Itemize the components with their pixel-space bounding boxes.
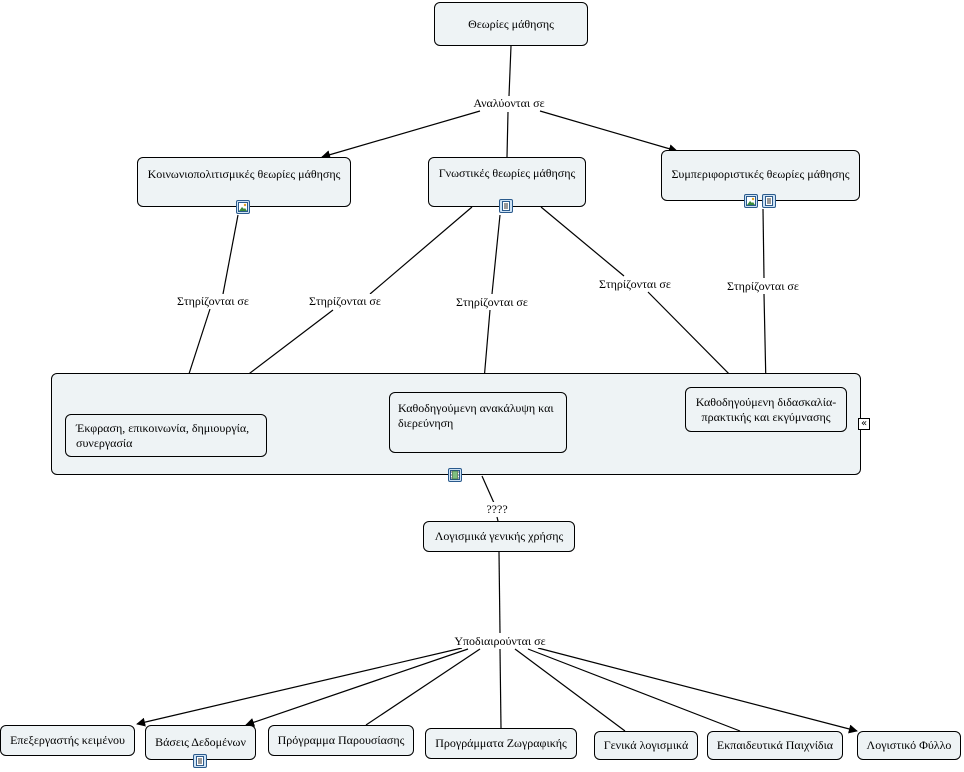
link-analyzed: Αναλύονται σε	[471, 96, 547, 110]
concept-word-label: Επεξεργαστής κειμένου	[10, 733, 125, 747]
concept-practice-label: Καθοδηγούμενη διδασκαλία- πρακτικής και …	[695, 394, 837, 424]
concept-socio[interactable]: Κοινωνιοπολιτισμικές θεωρίες μάθησης	[137, 157, 351, 207]
edge-analyzed-behavioral	[539, 110, 678, 154]
document-icon[interactable]	[193, 754, 207, 768]
link-supported-behavioral: Στηρίζονται σε	[725, 279, 801, 293]
edge-root-analyzed	[508, 45, 512, 97]
concept-expression[interactable]: Έκφραση, επικοινωνία, δημιουργία, συνεργ…	[65, 414, 267, 457]
concept-games[interactable]: Εκπαιδευτικά Παιχνίδια	[707, 731, 843, 760]
concept-cognitive-label: Γνωστικές θεωρίες μάθησης	[438, 166, 576, 180]
image-icon[interactable]	[236, 200, 250, 214]
double-chevron-left-icon[interactable]: «	[858, 418, 870, 430]
edge-sub-spreadsheet	[537, 647, 858, 734]
edge-sub-paint	[499, 648, 502, 729]
concept-practice[interactable]: Καθοδηγούμενη διδασκαλία- πρακτικής και …	[685, 387, 847, 432]
concept-expression-label: Έκφραση, επικοινωνία, δημιουργία, συνεργ…	[76, 420, 250, 450]
edge-sub-presentation	[365, 648, 481, 726]
concept-games-label: Εκπαιδευτικά Παιχνίδια	[716, 738, 834, 752]
edge-cognitive-supported-c	[540, 206, 625, 277]
concept-presentation-label: Πρόγραμμα Παρουσίασης	[277, 733, 405, 747]
concept-paint-label: Προγράμματα Ζωγραφικής	[435, 736, 567, 750]
concept-behavioral-label: Συμπεριφοριστικές θεωρίες μάθησης	[671, 167, 850, 181]
edge-sub-games	[527, 648, 741, 732]
video-icon[interactable]	[448, 468, 462, 482]
edge-analyzed-socio	[321, 110, 481, 160]
concept-software-label: Λογισμικά γενικής χρήσης	[434, 529, 564, 543]
edge-supported-practice-a	[647, 291, 743, 388]
concept-paint[interactable]: Προγράμματα Ζωγραφικής	[425, 728, 577, 759]
concept-db-label: Βάσεις Δεδομένων	[155, 735, 246, 749]
document-icon[interactable]	[499, 199, 513, 213]
concept-general-label: Γενικά λογισμικά	[603, 738, 689, 752]
edge-unknown-software	[496, 516, 499, 522]
edge-analyzed-cognitive	[506, 111, 509, 158]
concept-cognitive[interactable]: Γνωστικές θεωρίες μάθησης	[428, 157, 586, 207]
link-supported-cognitive-practice: Στηρίζονται σε	[597, 277, 673, 291]
concept-presentation[interactable]: Πρόγραμμα Παρουσίασης	[268, 725, 414, 756]
edge-behavioral-supported	[762, 208, 765, 279]
link-subdivided: Υποδιαιρούνται σε	[452, 634, 548, 648]
link-unknown: ????	[484, 502, 510, 516]
concept-socio-label: Κοινωνιοπολιτισμικές θεωρίες μάθησης	[147, 167, 341, 181]
concept-discovery-label: Καθοδηγούμενη ανακάλυψη και διερεύνηση	[398, 401, 554, 430]
edge-sub-word	[136, 647, 463, 727]
edge-software-subdivided	[498, 551, 501, 634]
link-supported-socio: Στηρίζονται σε	[175, 294, 251, 308]
concept-spreadsheet-label: Λογιστικό Φύλλο	[866, 738, 952, 752]
concept-general[interactable]: Γενικά λογισμικά	[594, 731, 698, 760]
concept-word[interactable]: Επεξεργαστής κειμένου	[0, 725, 135, 756]
concept-discovery[interactable]: Καθοδηγούμενη ανακάλυψη και διερεύνηση	[389, 392, 567, 453]
edge-group-unknown	[481, 475, 495, 504]
concept-spreadsheet[interactable]: Λογιστικό Φύλλο	[857, 731, 961, 760]
link-supported-cognitive-discovery: Στηρίζονται σε	[454, 295, 530, 309]
concept-root[interactable]: Θεωρίες μάθησης	[434, 2, 588, 46]
edge-sub-general	[514, 648, 626, 732]
edge-socio-supported	[222, 214, 239, 295]
concept-software[interactable]: Λογισμικά γενικής χρήσης	[423, 521, 575, 552]
edge-supported-practice-b	[763, 293, 767, 388]
edge-cognitive-supported-a	[369, 206, 473, 295]
edge-sub-db	[245, 648, 469, 727]
edge-cognitive-supported-b	[491, 214, 501, 295]
document-icon[interactable]	[762, 194, 776, 208]
link-supported-cognitive-expression: Στηρίζονται σε	[307, 294, 383, 308]
image-icon[interactable]	[744, 194, 758, 208]
concept-behavioral[interactable]: Συμπεριφοριστικές θεωρίες μάθησης	[661, 150, 860, 201]
concept-root-label: Θεωρίες μάθησης	[468, 16, 554, 31]
